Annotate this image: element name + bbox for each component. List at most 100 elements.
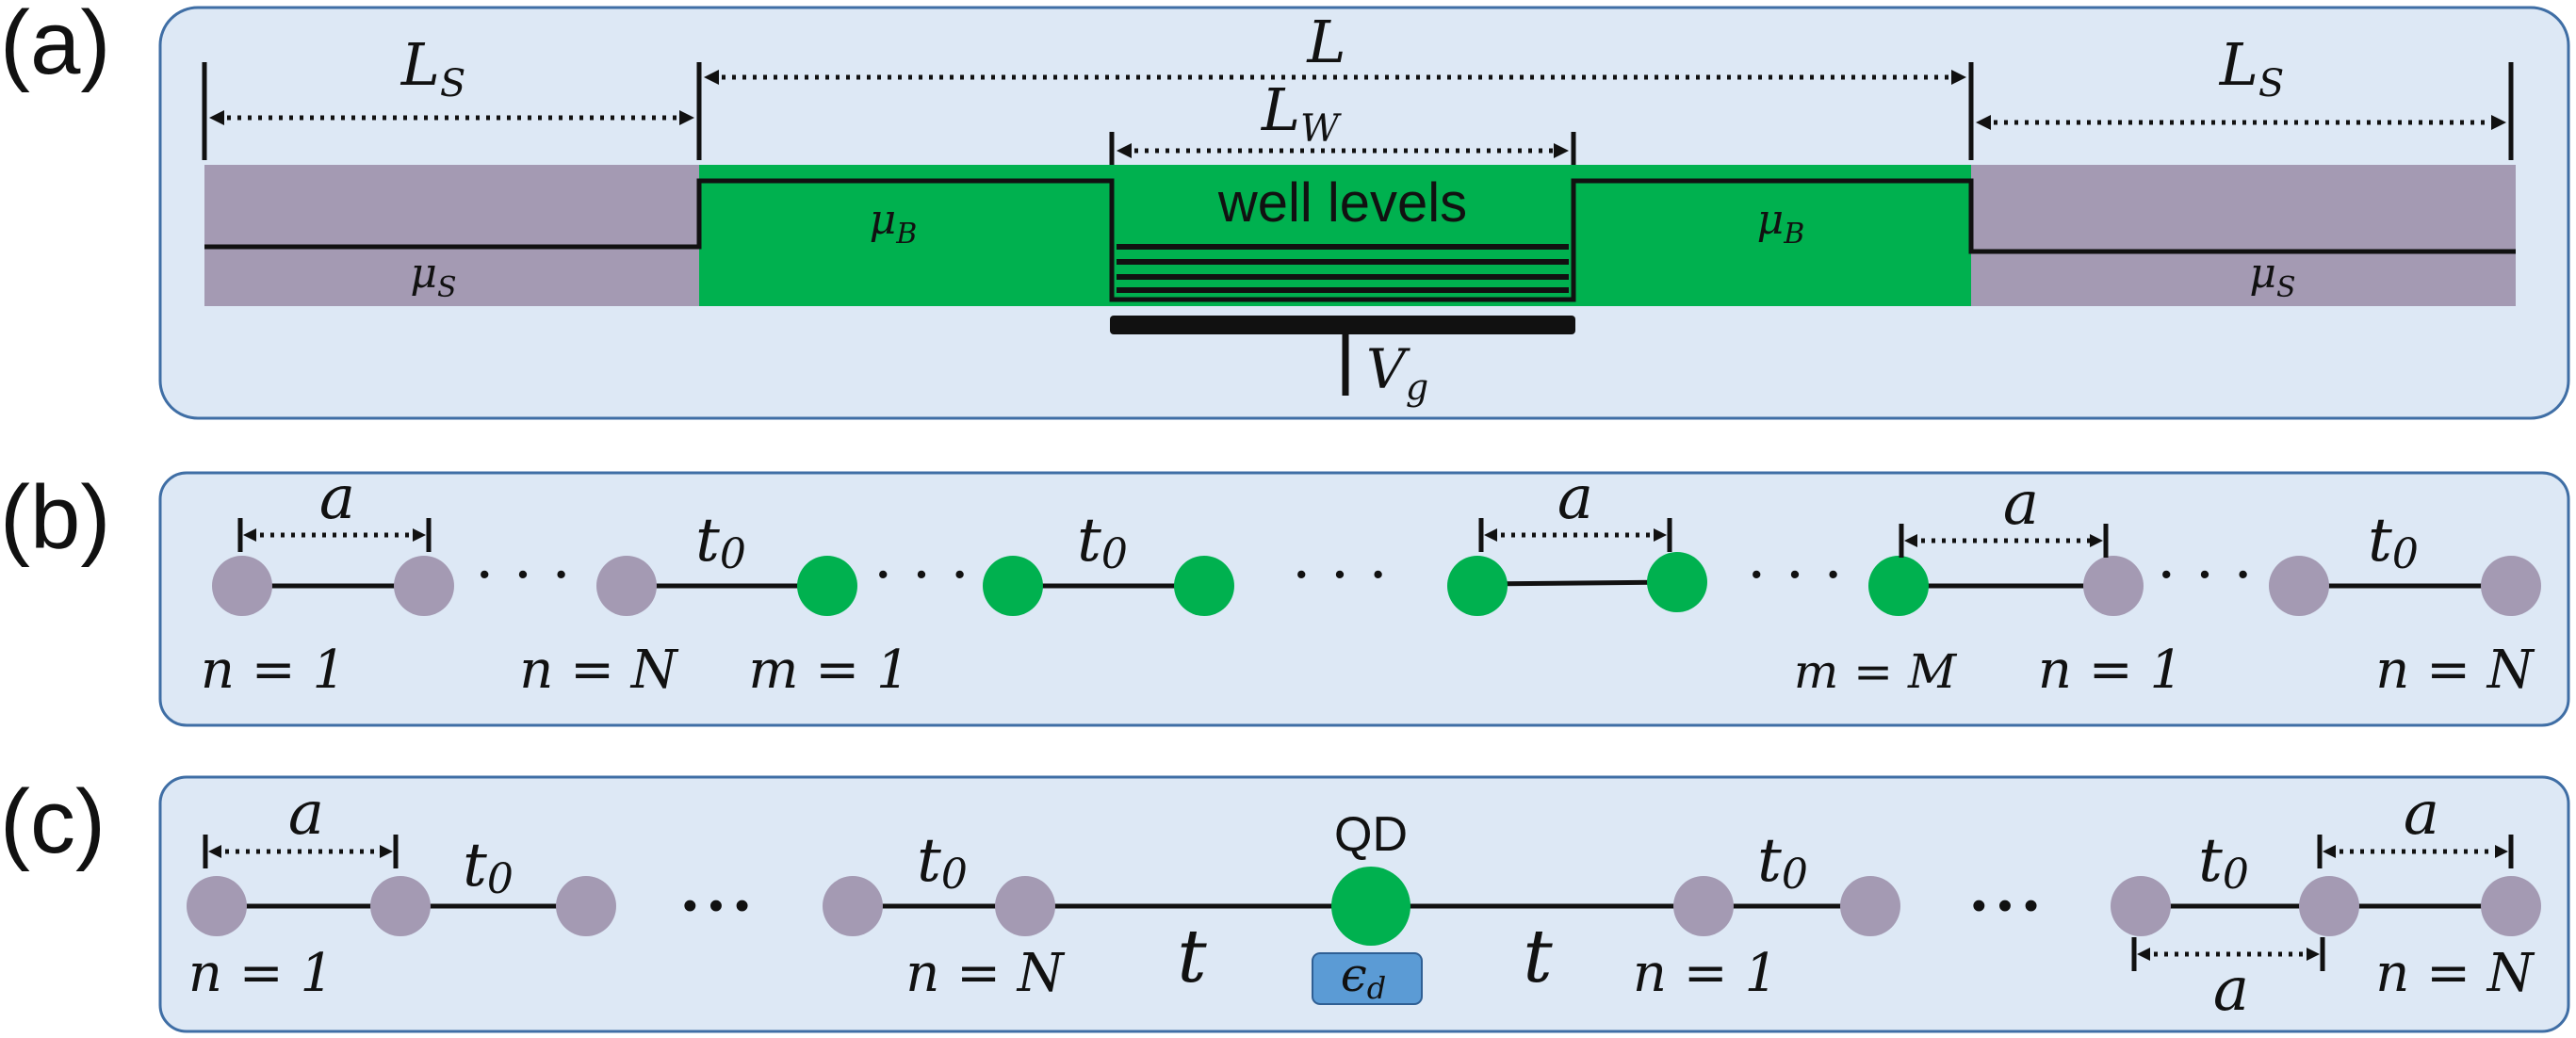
quantum-dot xyxy=(1331,867,1410,946)
lead-site xyxy=(2481,876,2541,936)
qd-label: QD xyxy=(1334,807,1408,862)
l-label: L xyxy=(1306,8,1345,76)
ellipsis: · · · xyxy=(2157,541,2253,610)
lead-site xyxy=(995,876,1055,936)
arrowhead xyxy=(1654,528,1667,542)
ls-right-label: LS xyxy=(2219,30,2285,105)
lead-site xyxy=(556,876,616,936)
panel-b-label: (b) xyxy=(0,467,110,568)
dots-ellipsis: • • • xyxy=(683,883,750,929)
arrowhead xyxy=(2491,115,2506,130)
lead-site xyxy=(187,876,247,936)
well-site xyxy=(1647,552,1707,612)
lead-site xyxy=(823,876,883,936)
lead-site xyxy=(596,556,657,616)
arrowhead xyxy=(208,845,221,858)
well-levels-label: well levels xyxy=(1217,172,1467,234)
a-label: a xyxy=(288,779,324,849)
arrowhead xyxy=(2137,948,2150,961)
arrowhead xyxy=(2323,845,2336,858)
a-label: a xyxy=(1557,463,1593,533)
arrowhead xyxy=(1951,70,1966,85)
lead-site xyxy=(2299,876,2359,936)
lead-site xyxy=(394,556,454,616)
arrowhead xyxy=(380,845,393,858)
potential-profile xyxy=(204,178,2516,302)
t0-label: t0 xyxy=(1757,826,1808,899)
lw-label: LW xyxy=(1261,75,1342,151)
arrowhead xyxy=(2307,948,2320,961)
arrowhead xyxy=(243,528,256,542)
t0-label: t0 xyxy=(2368,506,2419,578)
site-index-label: m = M xyxy=(1794,644,1958,699)
t-label: t xyxy=(1177,915,1207,999)
barrier-well-region xyxy=(699,165,1971,306)
ellipsis: · · · xyxy=(1747,541,1843,610)
a-label: a xyxy=(2213,955,2249,1025)
t0-label: t0 xyxy=(463,831,514,903)
t0-label: t0 xyxy=(917,826,968,899)
arrowhead xyxy=(209,110,224,125)
gate-electrode xyxy=(1110,316,1575,334)
arrowhead xyxy=(2090,534,2103,547)
right-lead-region xyxy=(1971,165,2516,306)
arrowhead xyxy=(704,70,719,85)
site-index-label: n = N xyxy=(905,943,1066,1004)
arrowhead xyxy=(1904,534,1917,547)
arrowhead xyxy=(1976,115,1991,130)
mu-s-right-label: μS xyxy=(2249,250,2295,304)
ls-left-label: LS xyxy=(400,30,466,105)
lead-site xyxy=(2269,556,2329,616)
mu-s-left-label: μS xyxy=(410,250,456,304)
a-label: a xyxy=(319,463,355,533)
site-index-label: n = 1 xyxy=(188,943,334,1004)
arrowhead xyxy=(2495,845,2508,858)
site-index-label: n = 1 xyxy=(1633,943,1778,1004)
arrowhead xyxy=(413,528,426,542)
ellipsis: · · · xyxy=(873,541,970,610)
lead-site xyxy=(1673,876,1734,936)
lead-site xyxy=(2111,876,2171,936)
lead-site xyxy=(2083,556,2144,616)
well-site xyxy=(983,556,1043,616)
site-index-label: n = 1 xyxy=(2038,640,2183,701)
a-label: a xyxy=(2404,779,2439,849)
left-lead-region xyxy=(204,165,699,306)
vg-label: Vg xyxy=(1366,337,1428,408)
dots-ellipsis: • • • xyxy=(1972,883,2039,929)
eps-d-box xyxy=(1312,952,1423,1005)
ellipsis: · · · xyxy=(475,541,571,610)
t0-label: t0 xyxy=(2198,826,2249,899)
t0-label: t0 xyxy=(695,506,746,578)
arrowhead xyxy=(679,110,694,125)
lead-site xyxy=(370,876,431,936)
well-site xyxy=(1174,556,1234,616)
lead-site xyxy=(1840,876,1900,936)
site-index-label: n = 1 xyxy=(201,640,346,701)
t-label: t xyxy=(1523,915,1553,999)
arrowhead xyxy=(1117,143,1132,158)
site-index-label: n = N xyxy=(2375,943,2535,1004)
panel-a-label: (a) xyxy=(0,0,110,93)
well-site xyxy=(1868,556,1929,616)
mu-b-left-label: μB xyxy=(870,196,918,251)
arrowhead xyxy=(1484,528,1497,542)
bond xyxy=(1476,579,1678,587)
well-site xyxy=(797,556,857,616)
site-index-label: m = 1 xyxy=(748,640,909,701)
site-index-label: n = N xyxy=(2375,640,2535,701)
t0-label: t0 xyxy=(1077,506,1128,578)
well-site xyxy=(1447,556,1508,616)
panel-b-box xyxy=(158,471,2570,727)
a-label: a xyxy=(2003,469,2039,539)
eps-d-label: ϵd xyxy=(1341,948,1387,1006)
site-index-label: n = N xyxy=(519,640,679,701)
panel-c-label: (c) xyxy=(0,771,106,872)
lead-site xyxy=(212,556,272,616)
lead-site xyxy=(2481,556,2541,616)
mu-b-right-label: μB xyxy=(1757,196,1805,251)
ellipsis: · · · xyxy=(1292,541,1388,610)
arrowhead xyxy=(1554,143,1569,158)
